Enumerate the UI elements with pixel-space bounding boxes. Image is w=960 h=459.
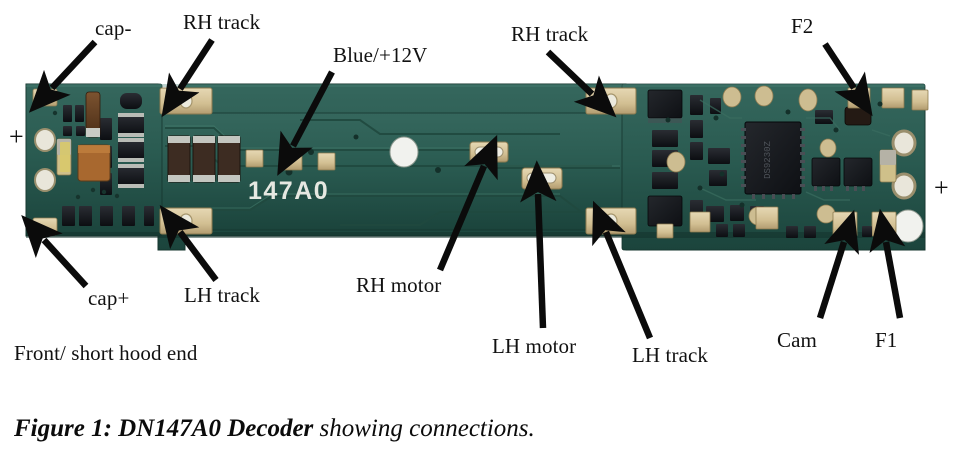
polarity-marker-left: + (9, 122, 24, 151)
label-rh-track-mid: RH track (511, 22, 589, 46)
label-f1: F1 (875, 328, 898, 352)
silkscreen-area: 147A0 (245, 149, 336, 205)
pad-cap-minus (32, 88, 58, 107)
label-lh-track-left: LH track (184, 283, 261, 307)
pad-f2 (847, 87, 871, 109)
board-silkscreen-text: 147A0 (248, 177, 329, 205)
pad-f1 (871, 211, 897, 237)
arrow-cap-minus (28, 39, 98, 113)
arrow-rh-motor (437, 134, 498, 272)
label-front-hood-end: Front/ short hood end (14, 341, 198, 365)
label-rh-motor: RH motor (356, 273, 442, 297)
pad-blue-12v (281, 149, 303, 171)
label-cap-plus: cap+ (88, 286, 130, 310)
mounting-hole-right (892, 209, 924, 243)
pad-aux-1 (245, 149, 264, 168)
figure-caption: Figure 1: DN147A0 Decoder showing connec… (14, 415, 944, 443)
arrow-cam (816, 209, 860, 319)
pad-aux-top (881, 87, 905, 109)
arrow-f1 (869, 208, 906, 319)
arrow-blue-12v (277, 70, 335, 176)
caption-bold-part: Figure 1: DN147A0 Decoder (14, 415, 314, 442)
polarity-marker-right: + (934, 173, 949, 202)
pad-cam (832, 211, 858, 237)
arrow-lh-track-left (159, 204, 219, 282)
pad-aux-2 (317, 152, 336, 171)
arrow-rh-track-left (161, 38, 215, 118)
leader-arrows (21, 38, 906, 340)
label-f2: F2 (791, 14, 814, 38)
label-lh-track-right: LH track (632, 343, 709, 367)
label-rh-track-left: RH track (183, 10, 261, 34)
arrow-lh-motor (520, 160, 557, 329)
arrow-cap-plus (21, 215, 89, 289)
arrow-lh-track-right (592, 200, 654, 340)
label-blue-12v: Blue/+12V (333, 43, 428, 67)
label-cap-minus: cap- (95, 16, 132, 40)
svg-text:DS9230Z: DS9230Z (763, 141, 773, 179)
bridge-diode-array (167, 135, 241, 183)
decoder-board-illustration: 147A0 (21, 38, 929, 340)
pad-cap-plus (32, 217, 58, 236)
decoder-ic (744, 121, 802, 195)
label-lh-motor: LH motor (492, 334, 577, 358)
caption-italic-part: showing connections. (313, 415, 535, 442)
pad-aux-top-2 (911, 89, 929, 111)
label-cam: Cam (777, 328, 817, 352)
arrow-rh-track-mid (545, 49, 617, 118)
decoder-photo: 147A0 (9, 10, 949, 367)
arrow-f2 (822, 42, 873, 117)
mounting-hole (389, 136, 419, 168)
